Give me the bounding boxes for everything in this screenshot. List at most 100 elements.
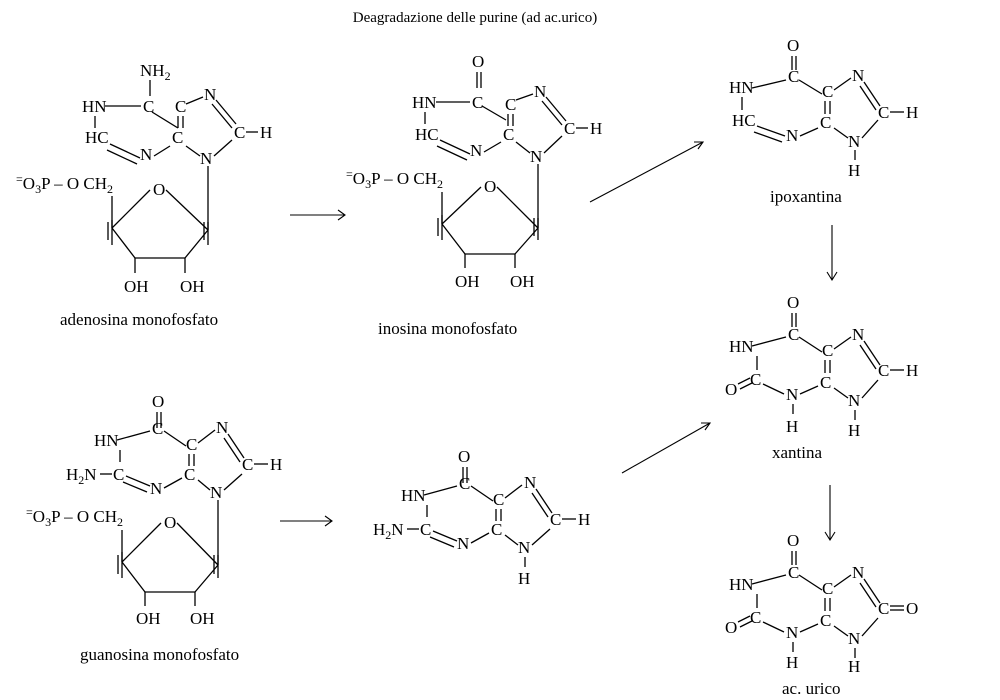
- svg-text:H: H: [518, 569, 530, 588]
- svg-text:C: C: [564, 119, 575, 138]
- svg-text:N: N: [204, 85, 216, 104]
- svg-text:OH: OH: [455, 272, 480, 291]
- svg-text:C: C: [503, 125, 514, 144]
- hypoxanthine-label: ipoxantina: [770, 187, 842, 206]
- svg-text:C: C: [878, 361, 889, 380]
- svg-text:N: N: [848, 391, 860, 410]
- svg-text:C: C: [184, 465, 195, 484]
- svg-text:N: N: [457, 534, 469, 553]
- svg-text:O: O: [164, 513, 176, 532]
- amp-nh2: NH2: [140, 61, 171, 83]
- svg-text:HN: HN: [401, 486, 426, 505]
- svg-text:O: O: [725, 618, 737, 637]
- svg-text:N: N: [140, 145, 152, 164]
- svg-text:O: O: [725, 380, 737, 399]
- svg-text:N: N: [524, 473, 536, 492]
- svg-text:OH: OH: [510, 272, 535, 291]
- svg-text:O: O: [458, 447, 470, 466]
- svg-text:C: C: [186, 435, 197, 454]
- svg-text:C: C: [420, 520, 431, 539]
- svg-text:H: H: [786, 417, 798, 436]
- svg-text:C: C: [878, 599, 889, 618]
- arrow-amp-imp: [290, 209, 346, 221]
- imp-structure: O HN C C HC N C N C H N =O3P – O CH2 O: [346, 52, 602, 338]
- svg-text:C: C: [505, 95, 516, 114]
- arrow-hypoxanthine-xanthine: [826, 225, 838, 282]
- svg-text:C: C: [459, 474, 470, 493]
- svg-text:H: H: [590, 119, 602, 138]
- svg-text:HN: HN: [729, 575, 754, 594]
- arrow-xanthine-uric: [824, 485, 836, 542]
- svg-text:H2N: H2N: [66, 465, 97, 487]
- svg-text:H: H: [848, 161, 860, 180]
- svg-text:H: H: [848, 657, 860, 676]
- svg-text:C: C: [493, 490, 504, 509]
- gmp-structure: O HN C C H2N C N C N C H N =O3P – O CH2 …: [26, 392, 282, 664]
- svg-text:N: N: [534, 82, 546, 101]
- diagram-title: Deagradazione delle purine (ad ac.urico): [353, 10, 597, 26]
- svg-text:C: C: [820, 373, 831, 392]
- svg-text:=O3P – O CH2: =O3P – O CH2: [26, 505, 123, 529]
- svg-text:C: C: [788, 325, 799, 344]
- xanthine-structure: O HN C C C O N H C N C H N H xantina: [725, 293, 918, 462]
- svg-text:OH: OH: [190, 609, 215, 628]
- svg-text:O: O: [484, 177, 496, 196]
- svg-text:C: C: [143, 97, 154, 116]
- svg-text:H: H: [848, 421, 860, 440]
- svg-text:C: C: [175, 97, 186, 116]
- svg-text:HC: HC: [415, 125, 439, 144]
- svg-text:N: N: [518, 538, 530, 557]
- svg-text:H: H: [260, 123, 272, 142]
- imp-label: inosina monofosfato: [378, 319, 517, 338]
- svg-text:C: C: [242, 455, 253, 474]
- svg-text:H2N: H2N: [373, 520, 404, 542]
- svg-text:H: H: [578, 510, 590, 529]
- arrow-imp-hypoxanthine: [589, 141, 705, 203]
- svg-text:H: H: [906, 103, 918, 122]
- svg-text:O: O: [153, 180, 165, 199]
- svg-text:H: H: [906, 361, 918, 380]
- svg-text:N: N: [216, 418, 228, 437]
- svg-text:N: N: [786, 623, 798, 642]
- svg-text:N: N: [852, 325, 864, 344]
- uric-acid-label: ac. urico: [782, 679, 841, 698]
- svg-text:C: C: [822, 579, 833, 598]
- svg-text:C: C: [820, 611, 831, 630]
- uric-acid-structure: O HN C C C O N H C N C O N H ac. urico: [725, 531, 918, 698]
- amp-label: adenosina monofosfato: [60, 310, 218, 329]
- svg-text:O: O: [152, 392, 164, 411]
- amp-hc: HC: [85, 128, 109, 147]
- svg-text:=O3P – O CH2: =O3P – O CH2: [16, 172, 113, 196]
- svg-text:C: C: [550, 510, 561, 529]
- svg-text:C: C: [491, 520, 502, 539]
- svg-text:N: N: [852, 563, 864, 582]
- svg-text:N: N: [848, 132, 860, 151]
- svg-text:C: C: [472, 93, 483, 112]
- svg-text:C: C: [822, 341, 833, 360]
- svg-text:C: C: [820, 113, 831, 132]
- arrow-gmp-guanine: [280, 515, 333, 527]
- svg-text:O: O: [906, 599, 918, 618]
- svg-text:HN: HN: [729, 78, 754, 97]
- xanthine-label: xantina: [772, 443, 822, 462]
- svg-text:HN: HN: [729, 337, 754, 356]
- svg-text:=O3P – O CH2: =O3P – O CH2: [346, 167, 443, 191]
- svg-text:C: C: [234, 123, 245, 142]
- svg-text:H: H: [270, 455, 282, 474]
- svg-text:C: C: [878, 103, 889, 122]
- svg-text:O: O: [787, 531, 799, 550]
- amp-hn: HN: [82, 97, 107, 116]
- svg-text:HN: HN: [412, 93, 437, 112]
- amp-structure: NH2 HN C C HC N C N C H N =O3P – O CH2 O: [16, 61, 272, 329]
- svg-text:N: N: [210, 483, 222, 502]
- svg-text:N: N: [150, 479, 162, 498]
- svg-text:HN: HN: [94, 431, 119, 450]
- svg-text:C: C: [750, 370, 761, 389]
- svg-text:O: O: [472, 52, 484, 71]
- svg-text:N: N: [470, 141, 482, 160]
- svg-text:C: C: [788, 67, 799, 86]
- svg-text:N: N: [848, 629, 860, 648]
- svg-text:O: O: [787, 293, 799, 312]
- gmp-label: guanosina monofosfato: [80, 645, 239, 664]
